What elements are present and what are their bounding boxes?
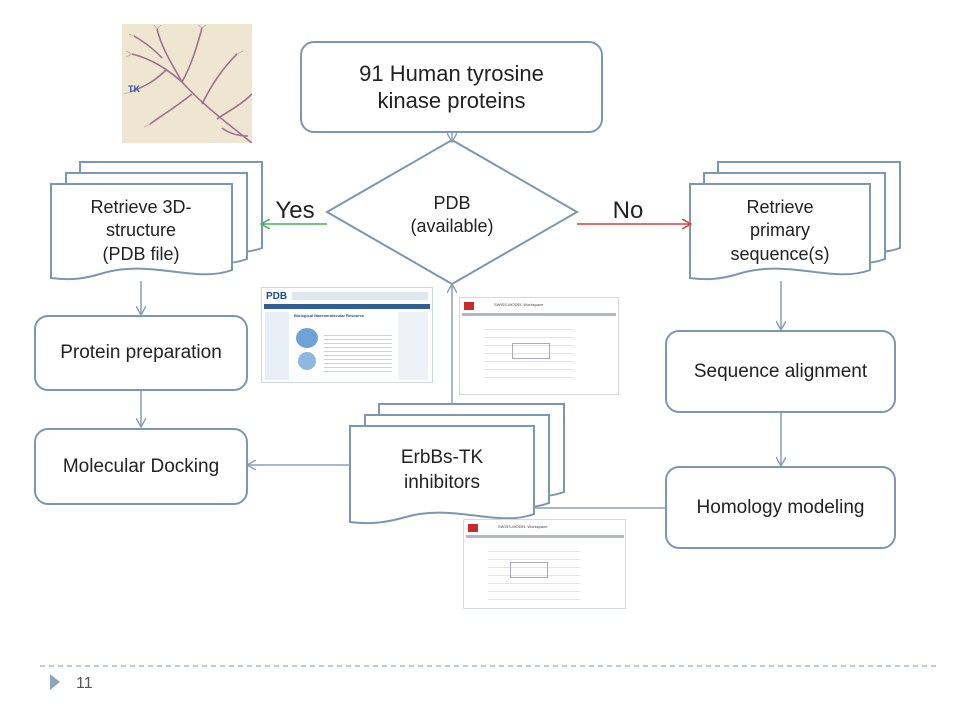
kinome-tk-label: TK: [128, 84, 140, 94]
start-line-1: 91 Human tyrosine: [359, 60, 544, 86]
footer-triangle-icon: [50, 674, 60, 690]
swiss-heading-top: SWISS-MODEL Workspace: [494, 302, 544, 307]
swiss-form-top: [484, 322, 574, 382]
left-document-label: Retrieve 3D- structure (PDB file): [53, 190, 229, 272]
decision-label: PDB (available): [377, 190, 527, 240]
left-doc-line-1: Retrieve 3D-: [90, 196, 192, 217]
pdb-website-screenshot: PDB Biological Macromolecular Resource: [261, 287, 433, 383]
inhibitor-document-stack: [349, 403, 565, 525]
right-doc-line-3: sequence(s): [730, 243, 830, 264]
pdb-nav-bar: [264, 304, 430, 309]
pdb-heading: Biological Macromolecular Resource: [294, 313, 365, 318]
pdb-molecule-2: [298, 352, 316, 370]
no-label: No: [612, 197, 644, 225]
pdb-sidebar: [265, 312, 289, 380]
swiss-bar-top: [462, 313, 616, 316]
swiss-logo-top: [464, 302, 474, 310]
swiss-model-screenshot-bottom: SWISS-MODEL Workspace: [463, 519, 626, 609]
right-document-label: Retrieve primary sequence(s): [692, 190, 868, 272]
sequence-alignment-box: Sequence alignment: [665, 330, 896, 413]
left-doc-line-3: (PDB file): [102, 243, 180, 264]
start-line-2: kinase proteins: [377, 88, 526, 113]
pdb-top-bar: [292, 292, 428, 300]
swiss-heading-bottom: SWISS-MODEL Workspace: [498, 524, 548, 529]
swiss-logo-bottom: [468, 524, 478, 532]
swiss-textarea-top: [512, 343, 550, 359]
swiss-model-screenshot-top: SWISS-MODEL Workspace: [459, 297, 619, 395]
swiss-bar-bottom: [466, 535, 624, 538]
swiss-form-bottom: [488, 544, 580, 600]
swiss-textarea-bottom: [510, 562, 548, 578]
kinome-tree-image: TK: [122, 24, 252, 143]
pdb-text-lines: [324, 332, 392, 372]
molecular-docking-box: Molecular Docking: [34, 428, 248, 505]
pdb-molecule: [296, 328, 318, 348]
decision-line-1: PDB: [433, 192, 471, 213]
decision-line-2: (available): [410, 216, 494, 236]
pdb-right-column: [398, 312, 428, 380]
inhibitor-line-2: inhibitors: [403, 472, 481, 493]
inhibitor-document-label: ErbBs-TK inhibitors: [352, 438, 532, 504]
right-doc-line-1: Retrieve: [746, 196, 814, 217]
page-number: 11: [76, 675, 93, 692]
left-document-stack: [50, 161, 263, 281]
protein-preparation-box: Protein preparation: [34, 315, 248, 391]
yes-label: Yes: [275, 197, 315, 225]
kinome-tree-drawing: [122, 24, 252, 143]
left-doc-line-2: structure: [105, 220, 177, 241]
right-doc-line-2: primary: [749, 220, 810, 241]
inhibitor-line-1: ErbBs-TK: [400, 447, 484, 469]
pdb-logo: PDB: [266, 291, 288, 302]
start-box: 91 Human tyrosine kinase proteins: [300, 41, 603, 133]
homology-modeling-box: Homology modeling: [665, 466, 896, 549]
right-document-stack: [689, 161, 901, 281]
